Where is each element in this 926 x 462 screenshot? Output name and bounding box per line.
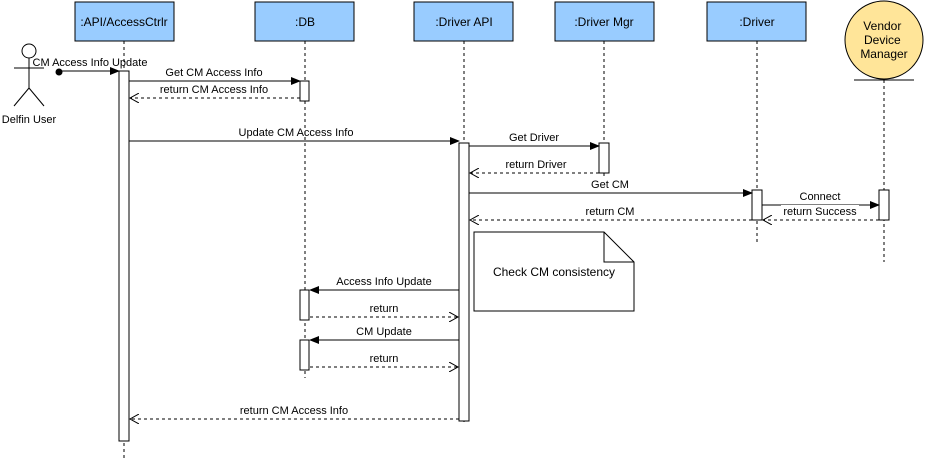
message-return-cm-access-info-final: return CM Access Info (130, 405, 459, 419)
message-label: Get Driver (509, 132, 559, 144)
note-label: Check CM consistency (493, 265, 615, 279)
activation-vendor (878, 189, 890, 221)
participant-api-label: :API/AccessCtrlr (80, 15, 167, 29)
participant-db: :DB (254, 1, 355, 42)
message-label: CM Access Info Update (33, 57, 148, 69)
message-label: Get CM Access Info (165, 67, 262, 79)
message-return-2: return (310, 353, 458, 367)
message-get-driver: Get Driver (469, 132, 600, 150)
participant-driver-api-box (413, 1, 514, 42)
message-label: return Success (783, 206, 857, 218)
message-get-cm-access-info: Get CM Access Info (129, 67, 301, 85)
participant-driver-label: :Driver (739, 15, 774, 29)
message-access-info-update: Access Info Update (309, 276, 459, 294)
message-label: return CM (586, 206, 635, 218)
activation-driver (751, 189, 763, 221)
actor-right-leg (28, 87, 45, 107)
activations (118, 70, 890, 442)
participant-db-box (254, 1, 355, 42)
note-shape (473, 231, 635, 312)
activation-driver-api (458, 142, 470, 422)
actor-label: Delfin User (2, 114, 57, 126)
participant-driver-api: :Driver API (413, 1, 514, 42)
message-connect: Connect (762, 191, 880, 209)
message-return-1: return (310, 303, 458, 317)
message-label: return (370, 303, 399, 315)
actor-head (21, 43, 37, 59)
participant-driver: :Driver (706, 1, 807, 42)
participant-driver-box (706, 1, 807, 42)
activation-db-1 (299, 80, 310, 102)
message-return-driver: return Driver (470, 159, 599, 173)
message-label-bg (781, 205, 859, 216)
message-update-cm-access-info: Update CM Access Info (129, 127, 460, 145)
found-message-dot (55, 68, 63, 76)
participant-vendor-label-line1: Vendor (863, 19, 901, 33)
message-label: return Driver (505, 159, 566, 171)
message-label: Connect (800, 191, 841, 203)
message-return-cm-access-info: return CM Access Info (130, 84, 300, 98)
participant-driver-mgr: :Driver Mgr (554, 1, 655, 42)
activation-api (118, 70, 130, 442)
message-label: Update CM Access Info (239, 127, 354, 139)
activation-db-2 (299, 289, 310, 321)
message-label: Get CM (591, 179, 629, 191)
participant-driver-mgr-label: :Driver Mgr (574, 15, 633, 29)
participant-driver-api-label: :Driver API (435, 15, 492, 29)
note-check-cm-consistency: Check CM consistency (473, 231, 635, 312)
activation-db-3 (299, 339, 310, 371)
participant-vendor-entity (844, 0, 924, 80)
participant-vendor: Vendor Device Manager (844, 0, 924, 81)
message-label: return CM Access Info (160, 84, 268, 96)
participant-vendor-label-line3: Manager (860, 47, 907, 61)
participant-driver-mgr-box (554, 1, 655, 42)
participant-api-box (74, 1, 175, 42)
activation-driver-mgr (598, 142, 610, 174)
message-label: Access Info Update (336, 276, 431, 288)
message-label: CM Update (356, 326, 412, 338)
participant-vendor-label: Vendor Device Manager (860, 19, 907, 61)
message-label: return (370, 353, 399, 365)
message-get-cm: Get CM (469, 179, 753, 197)
message-return-success: return Success (763, 205, 879, 220)
participant-api: :API/AccessCtrlr (74, 1, 175, 42)
participant-vendor-label-line2: Device (864, 33, 901, 47)
actor-delfin-user: Delfin User (2, 43, 57, 126)
message-cm-update: CM Update (309, 326, 459, 344)
participant-db-label: :DB (295, 15, 315, 29)
message-label: return CM Access Info (240, 405, 348, 417)
message-cm-access-info-update: CM Access Info Update (33, 57, 148, 76)
message-return-cm: return CM (470, 206, 752, 220)
actor-left-leg (13, 87, 30, 107)
note-fold (603, 232, 634, 263)
